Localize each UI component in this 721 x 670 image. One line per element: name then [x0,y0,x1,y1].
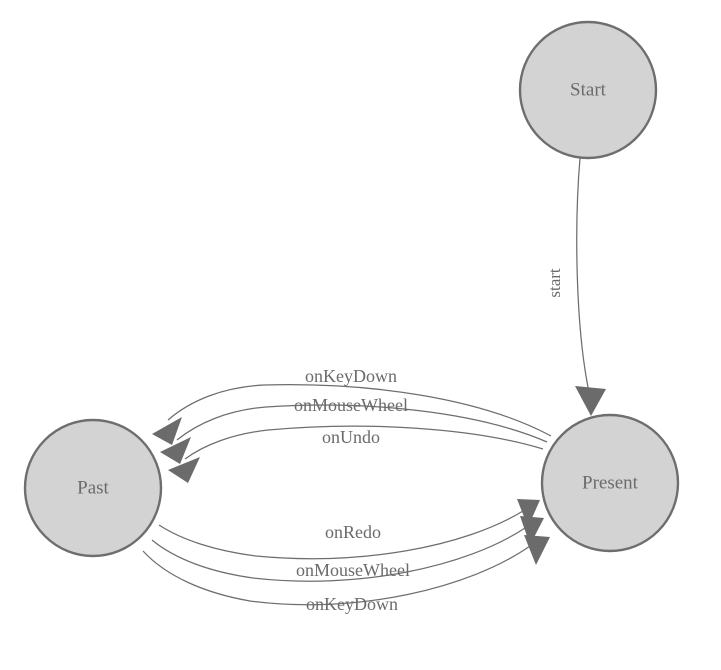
node-present-label: Present [582,472,639,493]
edge-label-present-to-past-keydown: onKeyDown [305,366,397,386]
edge-past-to-present-wheel[interactable]: onMouseWheel [151,516,544,582]
edge-label-past-to-present-wheel: onMouseWheel [296,560,410,580]
edge-label-start: start [545,268,564,298]
edge-start-to-present[interactable]: start [545,157,606,416]
node-present[interactable]: Present [540,413,680,553]
edge-label-past-to-present-redo: onRedo [325,522,381,542]
node-past-label: Past [77,477,109,498]
edge-present-to-past-keydown[interactable]: onKeyDown [152,366,552,445]
arrowhead-past-to-present-keydown [524,535,550,565]
arrowhead-present-to-past-keydown [152,417,182,445]
arrowhead-present-to-past-wheel [160,437,191,464]
edge-present-to-past-undo[interactable]: onUndo [168,425,544,483]
edge-past-to-present-keydown[interactable]: onKeyDown [142,535,550,614]
edge-present-to-past-wheel[interactable]: onMouseWheel [160,395,548,464]
arrowhead-past-to-present-redo [517,499,540,527]
node-past-circle [23,418,163,558]
node-start[interactable]: Start [518,20,658,160]
edge-label-present-to-past-undo: onUndo [322,427,380,447]
node-past[interactable]: Past [23,418,163,558]
edge-label-present-to-past-wheel: onMouseWheel [294,395,408,415]
edge-past-to-present-redo-path [158,510,524,560]
edge-past-to-present-keydown-path [142,545,531,606]
edge-start-to-present-path [576,157,590,393]
node-start-circle [518,20,658,160]
edge-present-to-past-keydown-path [167,384,552,437]
arrowhead-past-to-present-wheel [520,516,544,545]
edge-past-to-present-wheel-path [151,527,526,582]
edge-past-to-present-redo[interactable]: onRedo [158,499,540,560]
edge-label-past-to-present-keydown: onKeyDown [306,594,398,614]
edge-present-to-past-wheel-path [176,404,548,443]
arrowhead-present-to-past-undo [168,457,200,483]
node-present-circle [540,413,680,553]
node-start-label: Start [570,79,607,100]
arrowhead-start-to-present [575,386,606,416]
edge-present-to-past-undo-path [184,425,544,460]
